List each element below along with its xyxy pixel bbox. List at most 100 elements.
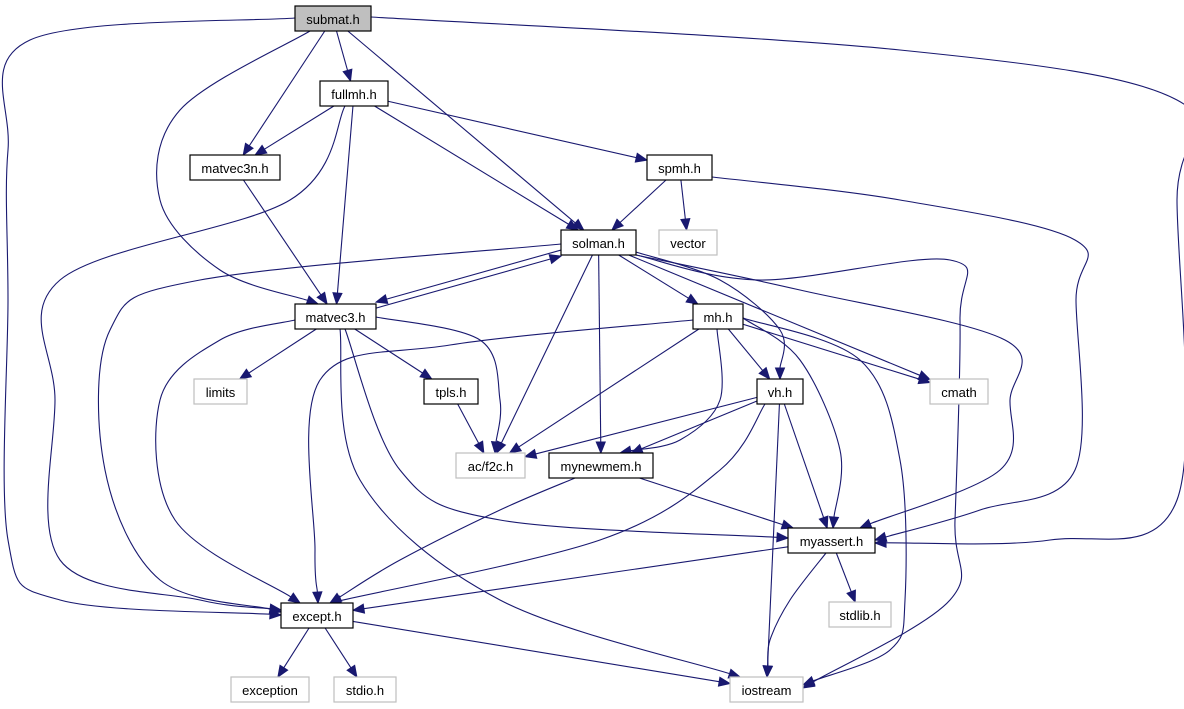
node-myassert[interactable]: myassert.h — [787, 527, 876, 554]
arrowhead-icon — [774, 367, 786, 381]
edge-line — [339, 328, 730, 675]
edge-vh-to-myassert — [783, 403, 829, 530]
arrowhead-icon — [305, 295, 320, 306]
arrowhead-icon — [818, 515, 829, 530]
nodes-layer: submat.h fullmh.h matvec3n.h spmh.h solman.h… — [189, 5, 989, 703]
arrowhead-icon — [846, 589, 856, 604]
edges-layer — [1, 16, 1184, 689]
edge-spmh-to-myassert — [711, 176, 1089, 542]
node-label: limits — [206, 385, 236, 400]
edge-line — [742, 317, 843, 518]
edge-matvec3-to-limits — [238, 328, 317, 380]
node-box — [729, 676, 804, 703]
edge-line — [375, 258, 551, 309]
edge-submat-to-except — [1, 17, 296, 620]
node-label: matvec3.h — [306, 310, 366, 325]
node-mh[interactable]: mh.h — [692, 303, 744, 330]
node-except[interactable]: except.h — [280, 602, 354, 629]
edge-line — [308, 319, 694, 593]
node-box — [692, 303, 744, 330]
edge-tpls-to-acf2c — [457, 403, 485, 455]
node-label: vh.h — [768, 385, 793, 400]
node-mynewmem[interactable]: mynewmem.h — [548, 452, 654, 479]
arrowhead-icon — [419, 368, 433, 380]
edge-matvec3-to-except — [155, 319, 302, 604]
edge-line — [156, 30, 311, 301]
edge-line — [340, 403, 766, 602]
edge-matvec3n-to-matvec3 — [242, 179, 328, 306]
node-exception: exception — [230, 676, 310, 703]
node-vh[interactable]: vh.h — [756, 378, 804, 405]
node-label: except.h — [292, 609, 341, 624]
edge-matvec3-to-acf2c — [375, 316, 502, 455]
edge-myassert-to-stdlib — [835, 552, 856, 604]
arrowhead-icon — [351, 603, 366, 614]
arrowhead-icon — [346, 664, 358, 679]
node-box — [294, 5, 372, 32]
edge-solman-to-acf2c — [495, 254, 593, 455]
edge-line — [618, 254, 689, 299]
node-box — [319, 80, 389, 107]
node-box — [658, 229, 718, 256]
node-box — [787, 527, 876, 554]
arrowhead-icon — [332, 292, 343, 306]
edge-line — [347, 30, 576, 224]
edge-submat-to-matvec3n — [242, 30, 326, 157]
node-tpls[interactable]: tpls.h — [423, 378, 479, 405]
edge-line — [598, 254, 602, 443]
edge-line — [619, 179, 667, 223]
arrowhead-icon — [242, 142, 254, 157]
edge-line — [630, 328, 723, 452]
node-solman[interactable]: solman.h — [560, 229, 637, 256]
node-label: spmh.h — [658, 161, 701, 176]
edge-except-to-exception — [277, 627, 310, 679]
arrowhead-icon — [776, 532, 790, 543]
edge-line — [374, 105, 569, 225]
node-box — [646, 154, 713, 181]
edge-line — [742, 323, 920, 380]
edge-vh-to-except — [328, 403, 766, 606]
node-label: solman.h — [572, 236, 625, 251]
edge-line — [628, 254, 921, 376]
edge-solman-to-except — [97, 243, 562, 615]
edge-line — [635, 254, 969, 683]
arrowhead-icon — [634, 152, 649, 163]
arrowhead-icon — [680, 217, 691, 232]
edge-except-to-stdio — [324, 627, 358, 679]
edge-line — [248, 30, 326, 147]
edge-except-to-iostream — [352, 620, 732, 687]
arrowhead-icon — [342, 68, 353, 83]
edge-line — [783, 403, 825, 518]
edge-line — [518, 328, 700, 448]
arrowhead-icon — [253, 144, 268, 156]
edge-line — [639, 477, 783, 526]
node-matvec3[interactable]: matvec3.h — [294, 303, 377, 330]
edge-fullmh-to-solman — [374, 105, 580, 231]
node-box — [189, 154, 281, 181]
node-matvec3n[interactable]: matvec3n.h — [189, 154, 281, 181]
arrowhead-icon — [828, 516, 840, 530]
node-fullmh[interactable]: fullmh.h — [319, 80, 389, 107]
edge-line — [1, 17, 296, 615]
edge-myassert-to-except — [351, 546, 789, 614]
edge-fullmh-to-spmh — [387, 100, 649, 163]
arrowhead-icon — [328, 592, 343, 604]
edge-mh-to-cmath — [742, 323, 932, 385]
node-limits: limits — [193, 378, 248, 405]
node-acf2c: ac/f2c.h — [455, 452, 526, 479]
node-stdlib: stdlib.h — [828, 601, 892, 628]
arrowhead-icon — [277, 664, 289, 679]
edge-solman-to-mynewmem — [595, 254, 606, 455]
node-box — [756, 378, 804, 405]
edge-line — [767, 403, 780, 667]
node-spmh[interactable]: spmh.h — [646, 154, 713, 181]
node-box — [828, 601, 892, 628]
edge-matvec3-to-solman — [375, 254, 563, 309]
edge-line — [336, 105, 354, 294]
edge-line — [386, 249, 562, 300]
edge-solman-to-mh — [618, 254, 699, 305]
edge-submat-to-solman — [347, 30, 585, 231]
node-submat[interactable]: submat.h — [294, 5, 372, 32]
edge-mh-to-vh — [727, 328, 771, 381]
